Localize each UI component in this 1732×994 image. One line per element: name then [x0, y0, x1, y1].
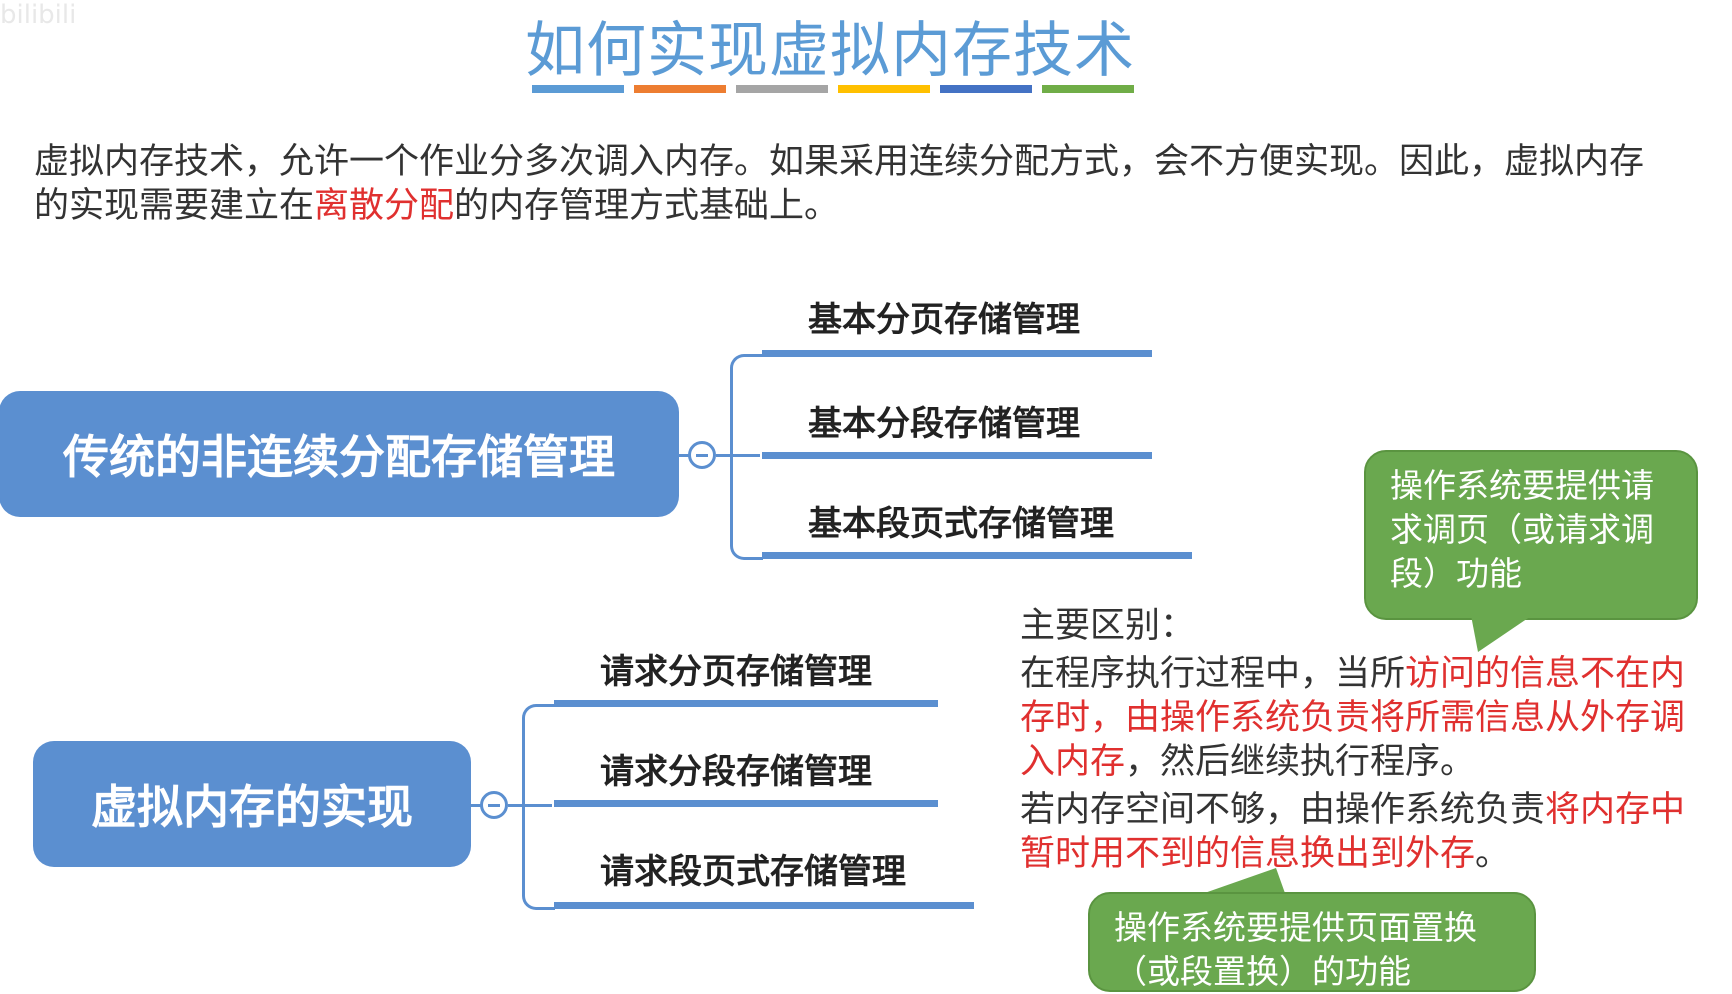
- differences-block: 主要区别： 在程序执行过程中，当所访问的信息不在内存时，由操作系统负责将所需信息…: [1020, 604, 1700, 880]
- tree1-branch-3[interactable]: 基本段页式存储管理: [808, 504, 1114, 544]
- intro-text-2: 的内存管理方式基础上。: [454, 186, 840, 226]
- callout-top-tail: [1470, 610, 1540, 652]
- callout-bottom-tail: [1196, 868, 1286, 896]
- diff-p1-text-a: 在程序执行过程中，当所: [1020, 654, 1406, 694]
- tree2-branch-2[interactable]: 请求分段存储管理: [600, 752, 872, 792]
- title-bar-4: [838, 85, 930, 93]
- diff-p2-text-b: 。: [1475, 834, 1511, 874]
- tree2-branch-1[interactable]: 请求分页存储管理: [600, 652, 872, 692]
- intro-paragraph: 虚拟内存技术，允许一个作业分多次调入内存。如果采用连续分配方式，会不方便实现。因…: [34, 140, 1674, 228]
- title-bar-1: [532, 85, 624, 93]
- tree1-root-label: 传统的非连续分配存储管理: [63, 430, 615, 484]
- intro-highlight: 离散分配: [314, 186, 455, 226]
- tree2-connector-2: [508, 804, 522, 807]
- tree2-branch-1-underline: [554, 700, 938, 707]
- title-bar-6: [1042, 85, 1134, 93]
- tree2-bracket: [522, 704, 555, 910]
- differences-paragraph-2: 若内存空间不够，由操作系统负责将内存中暂时用不到的信息换出到外存。: [1020, 788, 1700, 876]
- callout-request-paging: 操作系统要提供请求调页（或请求调段）功能: [1364, 450, 1698, 620]
- tree1-branch-3-underline: [762, 552, 1192, 559]
- title-bar-5: [940, 85, 1032, 93]
- watermark-logo: bilibili: [0, 0, 77, 30]
- differences-heading: 主要区别：: [1020, 606, 1196, 646]
- tree1-branch-2[interactable]: 基本分段存储管理: [808, 404, 1080, 444]
- page-title: 如何实现虚拟内存技术: [525, 16, 1135, 86]
- tree2-collapse-icon[interactable]: [480, 791, 508, 819]
- tree1-branch-2-underline: [762, 452, 1152, 459]
- tree2-branch-2-underline: [554, 800, 938, 807]
- tree1-root-node[interactable]: 传统的非连续分配存储管理: [0, 392, 678, 516]
- tree1-collapse-icon[interactable]: [688, 441, 716, 469]
- differences-paragraph-1: 在程序执行过程中，当所访问的信息不在内存时，由操作系统负责将所需信息从外存调入内…: [1020, 652, 1700, 784]
- diff-p2-highlight: 将内存中暂时用不到的信息换出到外存: [1020, 790, 1686, 874]
- tree2-branch-3-underline: [554, 902, 974, 909]
- diff-p1-text-b: ，然后继续执行程序。: [1125, 742, 1476, 782]
- diff-p2-text-a: 若内存空间不够，由操作系统负责: [1020, 790, 1546, 830]
- tree2-branch-3[interactable]: 请求段页式存储管理: [600, 852, 906, 892]
- title-bar-2: [634, 85, 726, 93]
- tree2-mid-connector: [522, 804, 552, 807]
- callout-page-replacement: 操作系统要提供页面置换（或段置换）的功能: [1088, 892, 1536, 992]
- tree2-connector: [470, 804, 486, 807]
- tree1-mid-connector: [730, 454, 760, 457]
- diff-p1-highlight: 访问的信息不在内存时，由操作系统负责将所需信息从外存调入内存: [1020, 654, 1686, 782]
- tree1-branch-1[interactable]: 基本分页存储管理: [808, 300, 1080, 340]
- intro-text-1: 虚拟内存技术，允许一个作业分多次调入内存。如果采用连续分配方式，会不方便实现。因…: [34, 142, 1645, 226]
- tree1-branch-1-underline: [762, 350, 1152, 357]
- tree1-bracket: [730, 354, 763, 560]
- tree2-root-label: 虚拟内存的实现: [91, 780, 413, 834]
- tree2-root-node[interactable]: 虚拟内存的实现: [34, 742, 470, 866]
- title-bar-3: [736, 85, 828, 93]
- tree1-connector-2: [716, 454, 730, 457]
